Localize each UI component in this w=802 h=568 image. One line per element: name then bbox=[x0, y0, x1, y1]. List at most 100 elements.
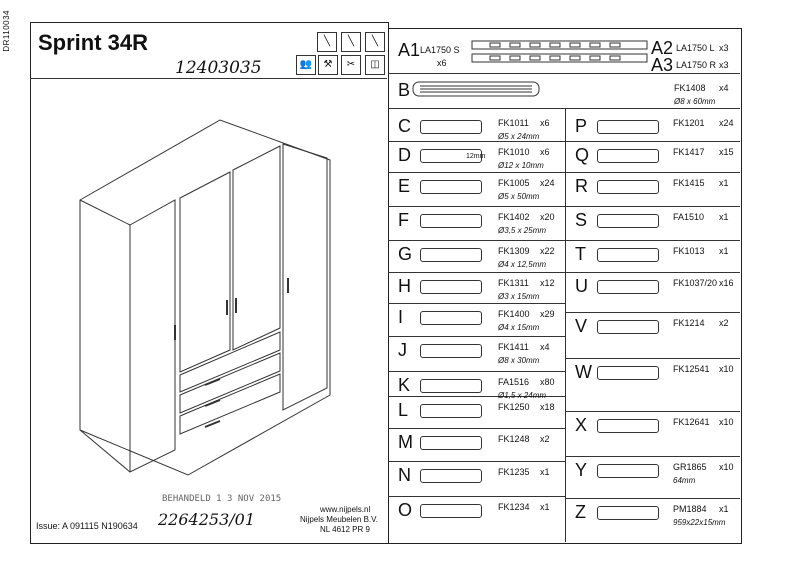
row-divider bbox=[565, 272, 740, 273]
part-qty: x24 bbox=[540, 178, 555, 188]
hammer-icon: ⚒ bbox=[318, 55, 338, 75]
part-qty: x29 bbox=[540, 309, 555, 319]
part-letter: E bbox=[398, 176, 411, 196]
hardware-icon bbox=[420, 280, 482, 294]
row-divider bbox=[388, 371, 565, 372]
row-divider bbox=[565, 240, 740, 241]
part-code: FK1417 bbox=[673, 147, 705, 157]
part-qty: x22 bbox=[540, 246, 555, 256]
row-divider bbox=[388, 206, 565, 207]
row-divider bbox=[565, 172, 740, 173]
part-qty: x1 bbox=[719, 504, 729, 514]
hardware-icon bbox=[420, 436, 482, 450]
part-qty: x16 bbox=[719, 278, 734, 288]
part-code: FA1510 bbox=[673, 212, 705, 222]
dowel-icon bbox=[412, 81, 540, 97]
a3-qty: x3 bbox=[719, 60, 729, 70]
postal-code: NL 4612 PR 9 bbox=[320, 525, 370, 534]
part-qty: x24 bbox=[719, 118, 734, 128]
hardware-icon bbox=[597, 419, 659, 433]
part-code-b: FK1408 bbox=[674, 83, 706, 93]
row-divider bbox=[388, 272, 565, 273]
hardware-icon bbox=[420, 120, 482, 134]
part-qty: x1 bbox=[719, 212, 729, 222]
part-dimension: Ø8 x 30mm bbox=[498, 356, 540, 365]
part-code: FK1013 bbox=[673, 246, 705, 256]
part-letter: H bbox=[398, 276, 411, 296]
part-letter: C bbox=[398, 116, 411, 136]
part-qty: x1 bbox=[719, 246, 729, 256]
part-qty: x20 bbox=[540, 212, 555, 222]
part-qty: x12 bbox=[540, 278, 555, 288]
hardware-icon bbox=[420, 504, 482, 518]
part-letter: G bbox=[398, 244, 413, 264]
row-divider bbox=[565, 206, 740, 207]
hardware-icon bbox=[420, 404, 482, 418]
part-dimension: Ø3,5 x 25mm bbox=[498, 226, 547, 235]
part-qty: x2 bbox=[719, 318, 729, 328]
handwritten-order: 2264253/01 bbox=[158, 510, 256, 529]
part-dimension: Ø12 x 10mm bbox=[498, 161, 544, 170]
received-stamp: BEHANDELD 1 3 NOV 2015 bbox=[162, 494, 282, 504]
a3-code: LA1750 R bbox=[676, 60, 717, 70]
part-qty: x2 bbox=[540, 434, 550, 444]
hardware-icon bbox=[597, 214, 659, 228]
part-qty: x18 bbox=[540, 402, 555, 412]
screwdriver-icon: ╲ bbox=[317, 32, 337, 52]
part-qty: x4 bbox=[540, 342, 550, 352]
row-divider bbox=[565, 456, 740, 457]
part-letter: O bbox=[398, 500, 413, 520]
part-letter: U bbox=[575, 276, 588, 296]
part-letter: S bbox=[575, 210, 588, 230]
document-code: DR110034 bbox=[2, 10, 11, 52]
part-code: FK1010 bbox=[498, 147, 530, 157]
part-code: FK1234 bbox=[498, 502, 530, 512]
part-letter: Z bbox=[575, 502, 586, 522]
hardware-icon bbox=[597, 180, 659, 194]
part-code: FK1011 bbox=[498, 118, 529, 128]
wardrobe-illustration bbox=[79, 119, 331, 476]
hardware-icon bbox=[597, 248, 659, 262]
handwritten-number: 12403035 bbox=[175, 58, 262, 78]
part-dimension: Ø3 x 15mm bbox=[498, 292, 540, 301]
scissors-icon: ✂ bbox=[341, 55, 361, 75]
row-divider bbox=[565, 411, 740, 412]
row-divider bbox=[388, 240, 565, 241]
part-letter: T bbox=[575, 244, 586, 264]
row-divider bbox=[388, 108, 740, 109]
part-code: FK1201 bbox=[673, 118, 705, 128]
part-code: FA1516 bbox=[498, 377, 530, 387]
part-dimension: Ø5 x 24mm bbox=[498, 132, 540, 141]
part-letter: I bbox=[398, 307, 404, 327]
hardware-icon bbox=[597, 149, 659, 163]
hardware-icon bbox=[420, 214, 482, 228]
part-qty: x1 bbox=[719, 178, 729, 188]
part-qty: x80 bbox=[540, 377, 555, 387]
hardware-icon bbox=[420, 379, 482, 393]
part-dimension: Ø5 x 50mm bbox=[498, 192, 540, 201]
a1-letter: A1 bbox=[398, 40, 421, 60]
part-dimension: Ø1,5 x 24mm bbox=[498, 391, 547, 400]
part-letter: R bbox=[575, 176, 588, 196]
part-dimension: 959x22x15mm bbox=[673, 518, 726, 527]
part-letter-b: B bbox=[398, 80, 411, 100]
row-divider bbox=[388, 461, 565, 462]
page-title: Sprint 34R bbox=[38, 30, 149, 55]
hardware-icon bbox=[420, 149, 482, 163]
part-code: FK1309 bbox=[498, 246, 530, 256]
hardware-icon bbox=[597, 506, 659, 520]
part-code: FK1005 bbox=[498, 178, 530, 188]
hardware-icon bbox=[420, 469, 482, 483]
hardware-icon bbox=[597, 120, 659, 134]
part-code: FK1248 bbox=[498, 434, 530, 444]
part-qty-b: x4 bbox=[719, 83, 729, 93]
part-qty: x6 bbox=[540, 118, 550, 128]
right-panel bbox=[388, 28, 742, 544]
part-letter: Q bbox=[575, 145, 590, 165]
a2-letter: A2 bbox=[651, 38, 674, 58]
people-icon: 👥 bbox=[296, 55, 316, 75]
part-letter: D bbox=[398, 145, 411, 165]
part-letter: A1 bbox=[398, 40, 420, 61]
part-qty: x1 bbox=[540, 502, 550, 512]
part-letter: Y bbox=[575, 460, 588, 480]
